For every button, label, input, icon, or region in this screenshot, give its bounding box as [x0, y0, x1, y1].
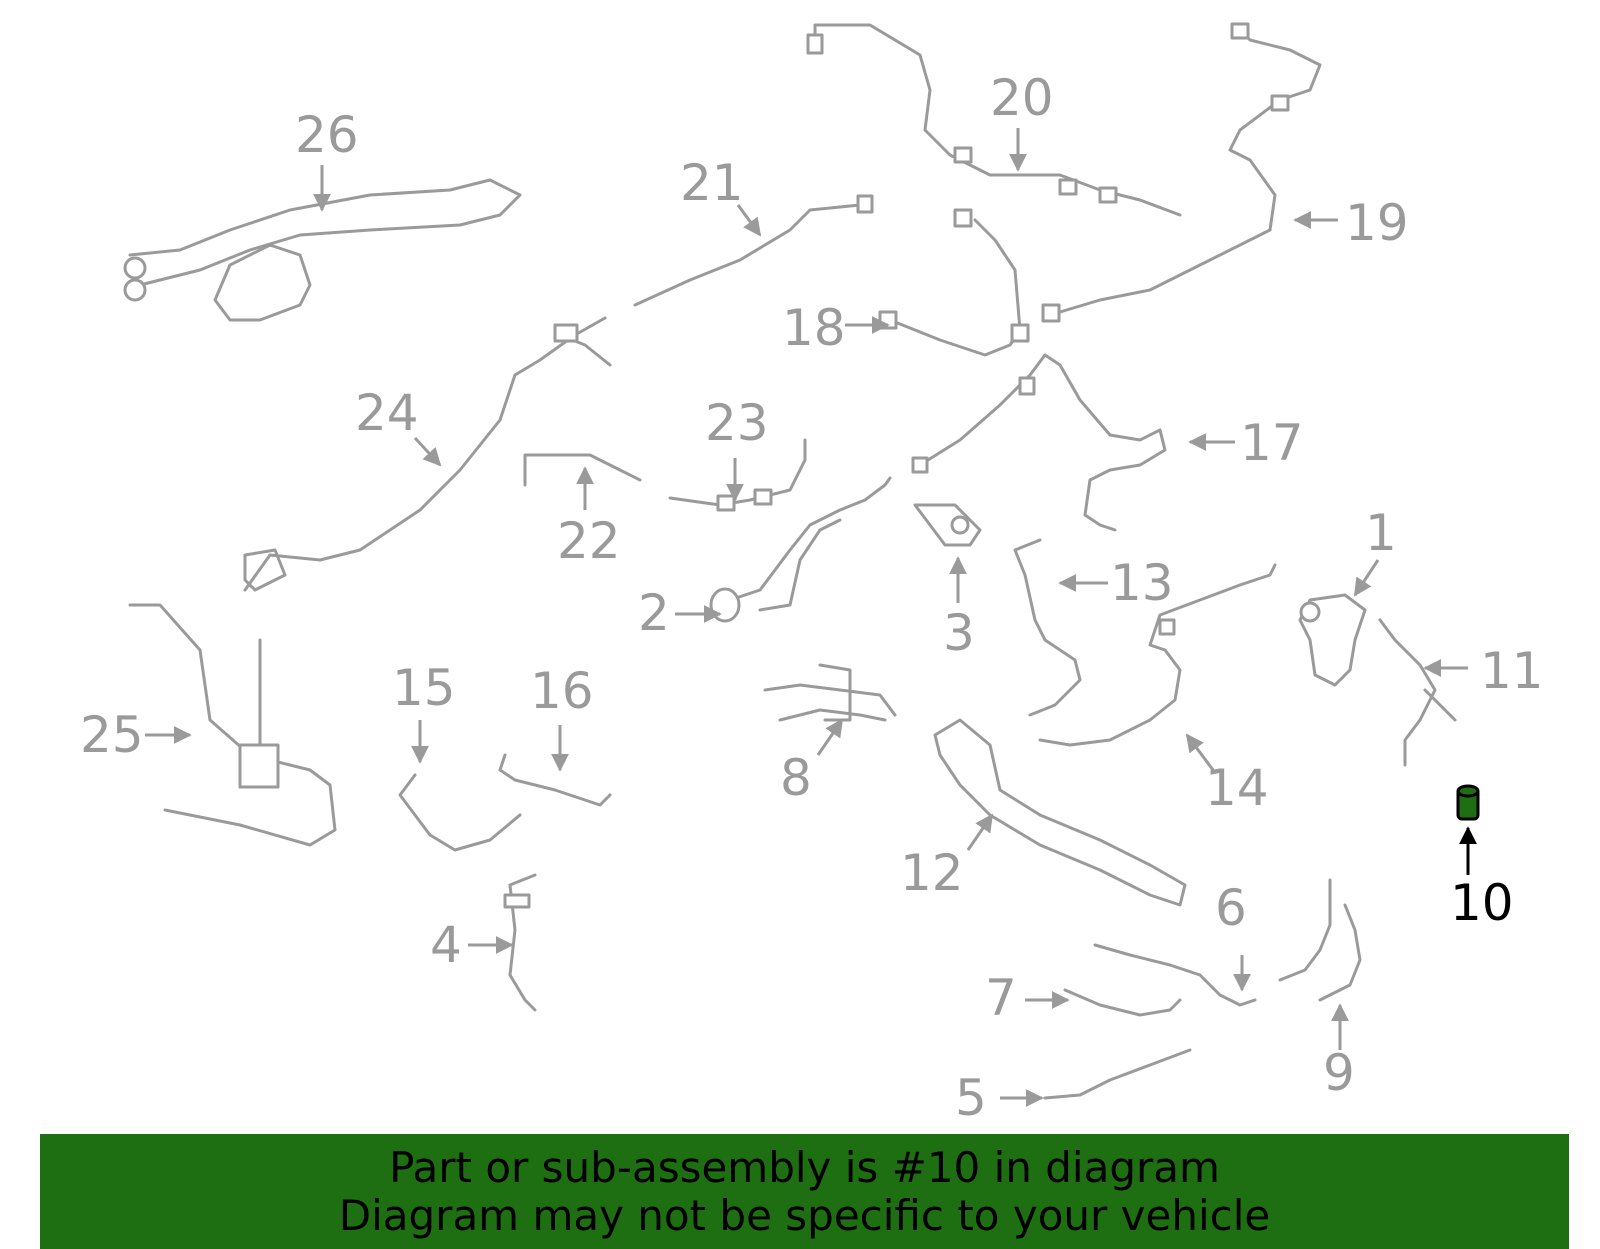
callout-17[interactable]: 17 [1240, 414, 1304, 472]
parts-diagram: 26 21 20 19 18 24 23 22 17 3 13 2 1 11 2… [80, 22, 1544, 1127]
callout-5[interactable]: 5 [955, 1069, 987, 1127]
callout-21[interactable]: 21 [680, 154, 744, 212]
part-25-hose-assembly[interactable] [128, 603, 337, 847]
part-12-bracket[interactable] [933, 718, 1187, 907]
part-16-hose[interactable] [498, 753, 612, 807]
callout-13[interactable]: 13 [1110, 554, 1174, 612]
callout-11[interactable]: 11 [1480, 642, 1544, 700]
callout-26[interactable]: 26 [295, 106, 359, 164]
part-18-hose-line[interactable] [878, 208, 1030, 357]
callout-16[interactable]: 16 [530, 662, 594, 720]
callout-3[interactable]: 3 [943, 604, 975, 662]
leader-lines [145, 128, 1477, 1107]
callout-2[interactable]: 2 [638, 584, 670, 642]
info-banner: Part or sub-assembly is #10 in diagram D… [40, 1134, 1569, 1249]
part-7-hose[interactable] [1063, 988, 1182, 1017]
callout-18[interactable]: 18 [782, 299, 846, 357]
part-22-hose[interactable] [523, 453, 642, 487]
part-10-highlighted[interactable] [1456, 784, 1480, 821]
part-11-hose[interactable] [1378, 618, 1457, 767]
callout-25[interactable]: 25 [80, 706, 144, 764]
callout-1[interactable]: 1 [1365, 504, 1397, 562]
callout-4[interactable]: 4 [430, 916, 462, 974]
part-13-hose[interactable] [1013, 538, 1082, 717]
callout-12[interactable]: 12 [900, 844, 964, 902]
part-19-hose-line[interactable] [1041, 22, 1322, 323]
part-21-pipe[interactable] [633, 194, 874, 307]
callout-7[interactable]: 7 [985, 969, 1017, 1027]
part-20-hose-line[interactable] [806, 23, 1182, 217]
part-17-hose-line[interactable] [911, 353, 1167, 532]
callout-8[interactable]: 8 [780, 749, 812, 807]
callout-10[interactable]: 10 [1450, 874, 1514, 932]
callout-23[interactable]: 23 [705, 394, 769, 452]
part-3-fitting[interactable] [913, 503, 982, 547]
part-2-housing[interactable] [709, 476, 892, 623]
part-15-hose[interactable] [398, 773, 522, 852]
callout-15[interactable]: 15 [392, 659, 456, 717]
part-5-hose[interactable] [1043, 1048, 1192, 1100]
callout-22[interactable]: 22 [557, 512, 621, 570]
callout-14[interactable]: 14 [1205, 759, 1269, 817]
banner-line-disclaimer: Diagram may not be specific to your vehi… [338, 1191, 1271, 1240]
part-6-hose[interactable] [1093, 943, 1257, 1007]
part-4-hose[interactable] [503, 873, 537, 1012]
callout-6[interactable]: 6 [1215, 879, 1247, 937]
banner-line-part-number: Part or sub-assembly is #10 in diagram [389, 1143, 1220, 1192]
part-1-bracket[interactable] [1298, 593, 1367, 687]
part-14-hose-line[interactable] [1038, 563, 1277, 747]
callout-9[interactable]: 9 [1323, 1044, 1355, 1102]
part-9-hose[interactable] [1278, 878, 1362, 1002]
callout-24[interactable]: 24 [355, 384, 419, 442]
callout-19[interactable]: 19 [1345, 194, 1409, 252]
callout-20[interactable]: 20 [990, 69, 1054, 127]
part-8-bracket[interactable] [763, 663, 897, 722]
part-26-heater-pipe-assembly[interactable] [123, 178, 522, 322]
part-24-pipe[interactable] [243, 316, 612, 592]
callout-labels: 26 21 20 19 18 24 23 22 17 3 13 2 1 11 2… [80, 69, 1544, 1127]
